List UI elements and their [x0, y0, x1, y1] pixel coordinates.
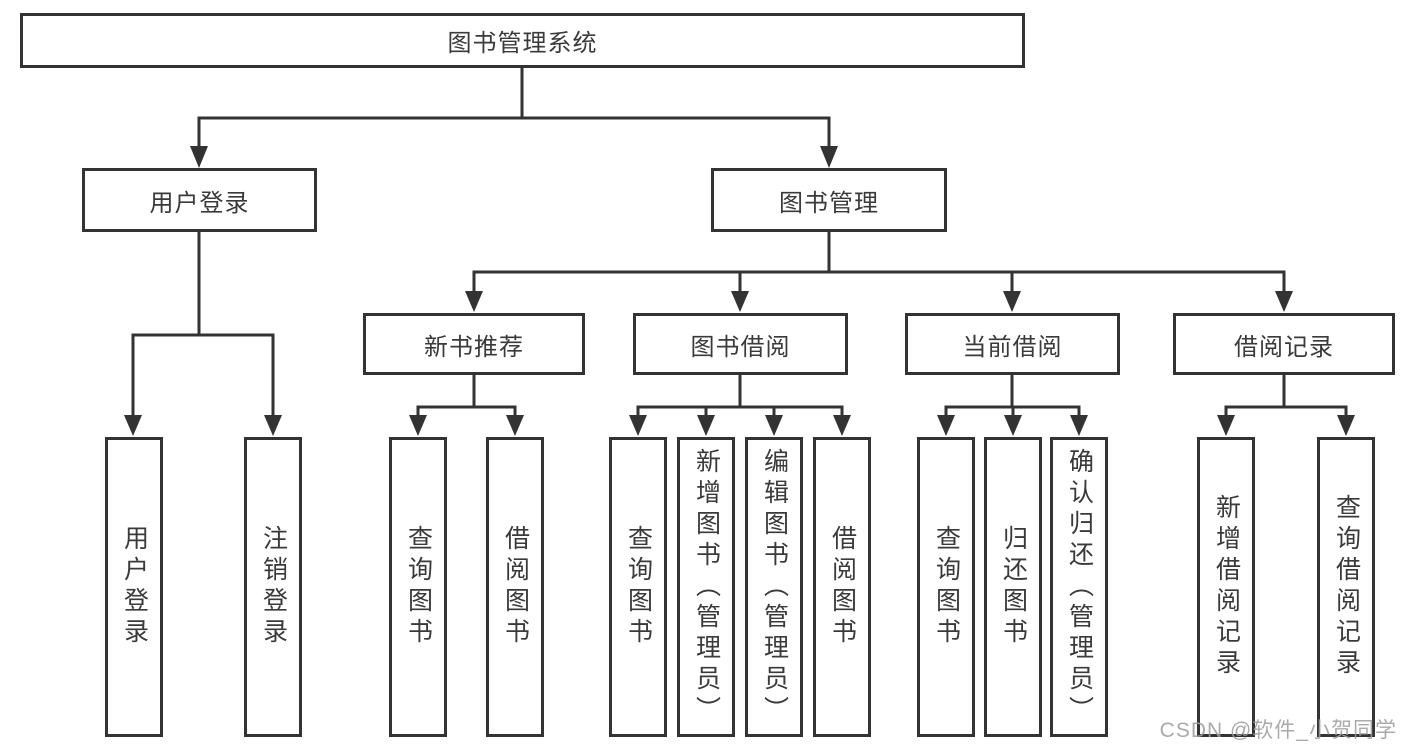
- leaf-records-query-record: 查询借阅记录: [1317, 437, 1375, 737]
- leaf-borrow-query-books-label: 查询图书: [624, 525, 653, 649]
- leaf-borrow-edit-books-admin-label: 编辑图书（管理员）: [760, 447, 789, 727]
- csdn-watermark: CSDN @软件_小贺同学: [1159, 719, 1397, 742]
- leaf-user-login: 用户登录: [105, 437, 163, 737]
- leaf-recommend-query-books: 查询图书: [389, 437, 447, 737]
- node-current-borrow: 当前借阅: [905, 313, 1120, 375]
- leaf-recommend-query-books-label: 查询图书: [404, 525, 433, 649]
- leaf-current-query-books: 查询图书: [917, 437, 975, 737]
- leaf-logout-label: 注销登录: [259, 525, 288, 649]
- node-user-login-label: 用户登录: [149, 189, 250, 217]
- node-library-system: 图书管理系统: [20, 13, 1025, 68]
- node-book-borrow-label: 图书借阅: [690, 333, 791, 361]
- leaf-recommend-borrow-books-label: 借阅图书: [501, 525, 530, 649]
- leaf-user-login-label: 用户登录: [120, 525, 149, 649]
- leaf-borrow-edit-books-admin: 编辑图书（管理员）: [745, 437, 803, 737]
- leaf-current-confirm-return-admin: 确认归还（管理员）: [1050, 437, 1108, 737]
- leaf-records-query-record-label: 查询借阅记录: [1332, 494, 1361, 680]
- node-borrow-records-label: 借阅记录: [1234, 333, 1334, 361]
- node-book-borrow: 图书借阅: [633, 313, 848, 375]
- leaf-borrow-query-books: 查询图书: [609, 437, 667, 737]
- node-user-login: 用户登录: [82, 168, 317, 232]
- leaf-current-return-books: 归还图书: [984, 437, 1042, 737]
- leaf-borrow-add-books-admin: 新增图书（管理员）: [677, 437, 735, 737]
- leaf-current-confirm-return-admin-label: 确认归还（管理员）: [1065, 447, 1094, 727]
- connector-arrowheads: [124, 146, 1355, 436]
- node-new-book-recommend-label: 新书推荐: [424, 333, 524, 361]
- leaf-borrow-borrow-books: 借阅图书: [813, 437, 871, 737]
- leaf-records-add-record-label: 新增借阅记录: [1212, 494, 1241, 680]
- node-library-system-label: 图书管理系统: [447, 30, 598, 57]
- node-book-management: 图书管理: [711, 168, 947, 232]
- leaf-records-add-record: 新增借阅记录: [1197, 437, 1255, 737]
- node-borrow-records: 借阅记录: [1173, 313, 1395, 375]
- node-book-management-label: 图书管理: [779, 189, 879, 217]
- connector-stems: [131, 68, 1348, 416]
- leaf-recommend-borrow-books: 借阅图书: [486, 437, 544, 737]
- node-new-book-recommend: 新书推荐: [363, 313, 585, 375]
- node-current-borrow-label: 当前借阅: [962, 333, 1063, 361]
- leaf-borrow-add-books-admin-label: 新增图书（管理员）: [692, 447, 721, 727]
- leaf-current-return-books-label: 归还图书: [999, 525, 1028, 649]
- leaf-logout: 注销登录: [244, 437, 302, 737]
- leaf-borrow-borrow-books-label: 借阅图书: [828, 525, 857, 649]
- leaf-current-query-books-label: 查询图书: [932, 525, 961, 649]
